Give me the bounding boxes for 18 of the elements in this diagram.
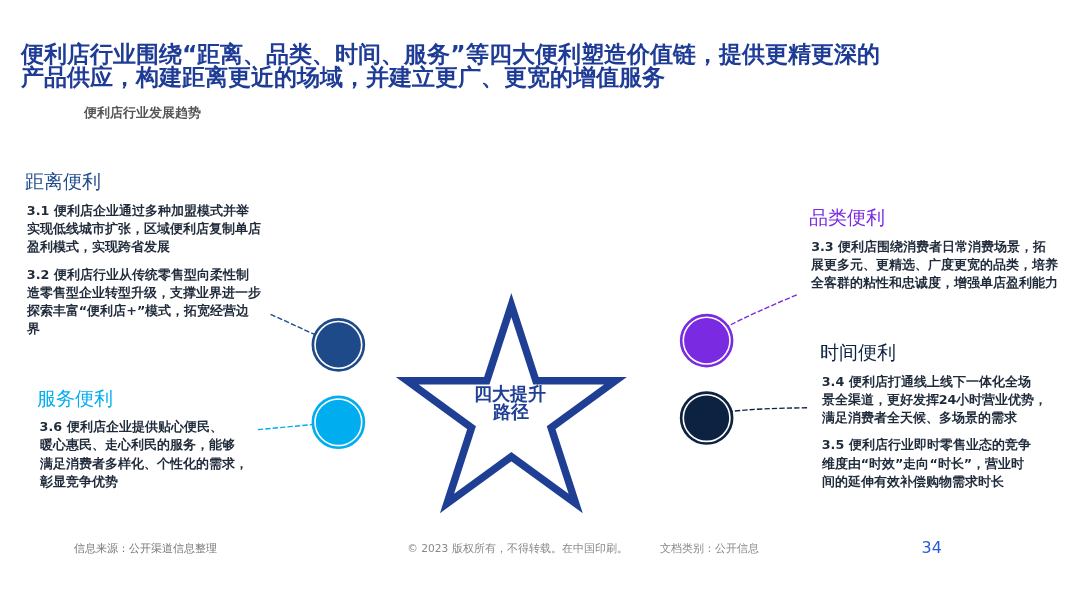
label: 文档类别：公开信息 xyxy=(659,541,759,555)
node-text: 品类便利 3.3 便利店围绕消费者日常消费场景，拓展更多元、更精选、广度更宽的品类，培养全客群的粘性和忠诚度，增强单店盈利能力 xyxy=(809,205,1059,290)
label: 信息来源：公开渠道信息整理 xyxy=(74,541,218,555)
label: 便利店行业发展趋势 xyxy=(83,104,201,120)
connector xyxy=(269,313,316,335)
connector xyxy=(257,423,314,430)
node-text: 时间便利 3.4 便利店打通线上线下一体化全场景全渠道，更好发挥24小时营业优势，满足消费者全天候、多场景的需求 3.5 便利店行业即时零售业态的竞争维度由“时效”走向“时长”，营业时间的延伸有效补偿购物需求时长 xyxy=(819,340,1048,489)
node-text: 服务便利 3.6 便利店企业提供贴心便民、暖心惠民、走心利民的服务，能够满足消费者多样化、个性化的需求，彰显竞争优势 xyxy=(37,386,248,489)
node-circle xyxy=(311,395,366,449)
node-circle xyxy=(311,317,366,372)
diagram-title: 便利店行业围绕“距离、品类、时间、服务”等四大便利塑造价值链，提供更精更深的产品供应，构建距离更近的场域，并建立更广、更宽的增值服务 xyxy=(21,39,880,91)
node-circle xyxy=(679,313,734,367)
node-circle xyxy=(679,390,734,445)
label: © 2023 版权所有，不得转载。在中国印刷。 xyxy=(407,541,628,555)
connector xyxy=(727,293,798,327)
label: 34 xyxy=(921,537,942,557)
connector xyxy=(730,406,808,412)
node-text: 距离便利 3.1 便利店企业通过多种加盟模式并举实现低线城市扩张，区域便利店复制单店盈利模式，实现跨省发展 3.2 便利店行业从传统零售型向柔性制造零售型企业转型升级，支撑业界进一步探索丰富“便利店+”模式，拓宽经营边界 xyxy=(24,169,261,336)
